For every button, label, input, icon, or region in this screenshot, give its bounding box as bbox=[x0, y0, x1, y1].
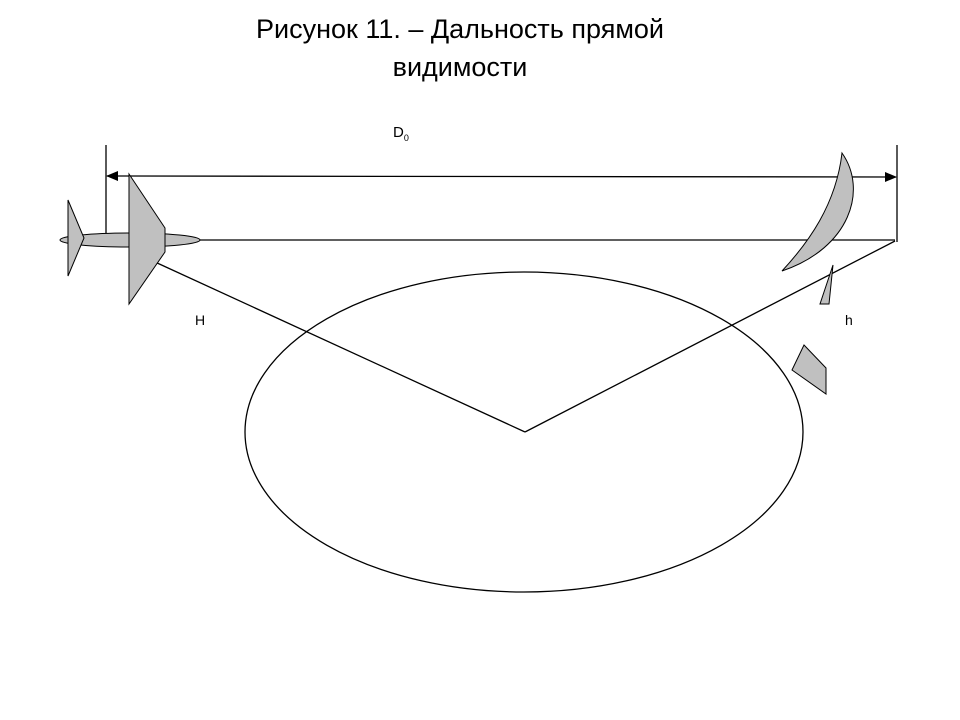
distance-label: D0 bbox=[393, 124, 409, 143]
aircraft-height-label: H bbox=[195, 312, 205, 328]
radius-line-to-target bbox=[524, 240, 896, 433]
title-line-2: видимости bbox=[392, 52, 528, 82]
slide-title: Рисунок 11. – Дальность прямой видимости bbox=[180, 10, 740, 86]
distance-label-subscript: 0 bbox=[404, 133, 409, 143]
title-line-1: Рисунок 11. – Дальность прямой bbox=[256, 14, 664, 44]
target-height-label: h bbox=[845, 312, 853, 328]
radius-line-to-aircraft bbox=[154, 261, 526, 433]
earth-ellipse bbox=[244, 271, 804, 593]
distance-dimension-arrow bbox=[106, 171, 897, 182]
aircraft-icon bbox=[59, 172, 201, 306]
target-object-icon bbox=[781, 151, 854, 395]
